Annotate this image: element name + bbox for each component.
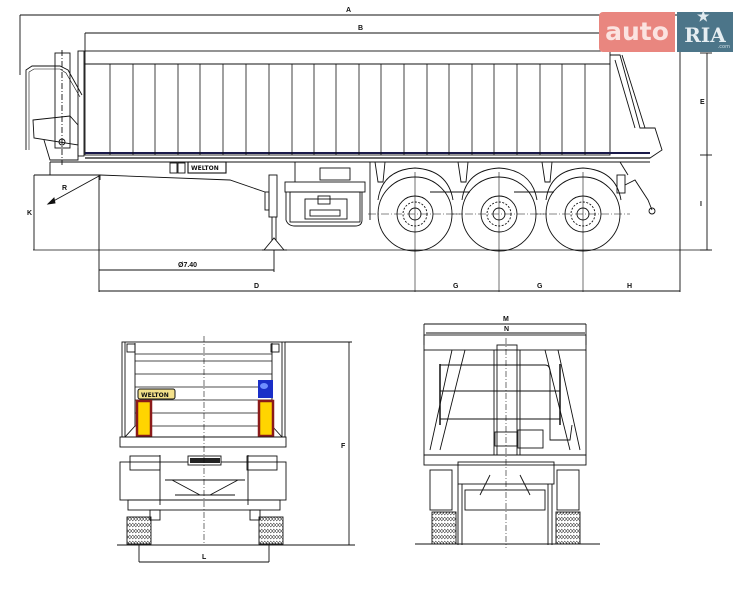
side-brand-plate: WELTON	[187, 161, 227, 174]
dimension-d-g-h: D G G H	[99, 240, 681, 292]
wheel-axle-2	[452, 167, 546, 292]
autoria-logo-auto: auto	[599, 12, 675, 52]
dim-i-label: I	[700, 201, 702, 208]
front-ladder-cylinder	[25, 50, 85, 165]
dimension-kingpin-leg: Ø7.40	[99, 250, 275, 272]
wheel-axle-1	[368, 167, 462, 292]
dim-l-label: L	[202, 554, 207, 561]
rear-underrun	[616, 161, 656, 215]
autoria-logo-ria: ★ RIA .com	[677, 9, 733, 52]
wheel-axle-3	[536, 167, 630, 292]
side-view: A B	[19, 7, 712, 292]
dim-r-label: R	[62, 185, 67, 192]
dim-g2-label: G	[537, 283, 543, 290]
dim-f-label: F	[341, 443, 346, 450]
dimension-a: A	[19, 7, 681, 240]
star-icon: ★	[697, 9, 710, 25]
dimension-b: B	[84, 25, 672, 52]
logo-com-text: .com	[717, 44, 730, 50]
left-reflector	[135, 399, 153, 438]
dim-n-label: N	[504, 326, 509, 333]
dimension-k-r: R K	[27, 174, 100, 292]
suspension-hangers	[374, 161, 554, 193]
landing-leg	[262, 174, 287, 251]
rear-view: WELTON F L	[117, 336, 355, 563]
dim-e-label: E	[700, 99, 705, 106]
dimension-e-i: E I	[700, 52, 712, 251]
dim-a-label: A	[346, 7, 351, 14]
tipper-body	[84, 50, 663, 159]
dim-kingpin-label: Ø7.40	[178, 262, 197, 269]
logo-auto-text: auto	[605, 17, 669, 46]
dim-h-label: H	[627, 283, 632, 290]
svg-text:WELTON: WELTON	[141, 392, 169, 399]
dim-b-label: B	[358, 25, 363, 32]
blue-marker-panel	[258, 380, 273, 398]
dim-k-label: K	[27, 210, 32, 217]
right-reflector	[257, 399, 275, 438]
toolbox	[284, 162, 371, 227]
rear-brand-plate: WELTON	[137, 388, 176, 400]
front-view: M N	[415, 316, 600, 548]
dim-d-label: D	[254, 283, 259, 290]
front-left-tyre	[431, 511, 457, 545]
rear-right-tyre	[258, 516, 284, 545]
svg-text:WELTON: WELTON	[191, 165, 219, 172]
dim-m-label: M	[503, 316, 509, 323]
front-right-tyre	[555, 511, 581, 545]
rear-left-tyre	[126, 516, 152, 545]
dim-g1-label: G	[453, 283, 459, 290]
logo-ria-text: RIA	[684, 23, 726, 47]
